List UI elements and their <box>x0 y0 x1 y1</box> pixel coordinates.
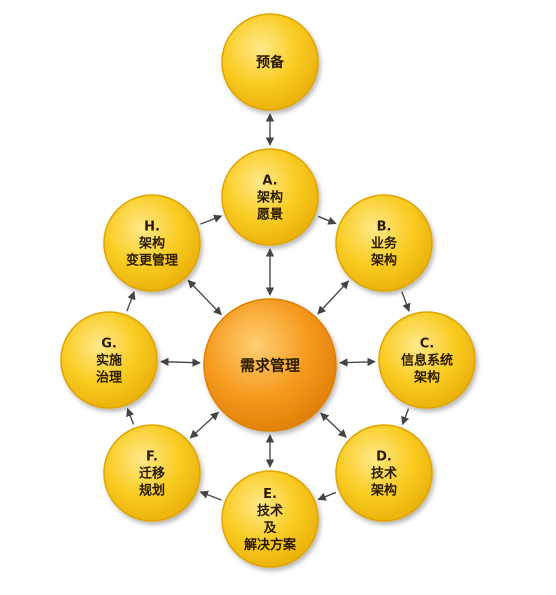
node-phase-d <box>335 424 433 522</box>
node-preliminary <box>221 13 319 111</box>
connector-d-e <box>317 491 337 501</box>
node-phase-a <box>221 148 319 246</box>
connector-center-h <box>187 279 222 316</box>
node-phase-g <box>60 311 158 409</box>
node-phase-g-label-line: 治理 <box>96 370 122 386</box>
connector-b-c <box>401 291 411 312</box>
node-phase-b <box>335 194 433 292</box>
connector-c-d <box>401 408 410 426</box>
node-phase-f-label-line: 迁移 <box>139 466 165 482</box>
node-phase-b-label-line: 业务 <box>371 236 398 252</box>
node-phase-c-label-line: C. <box>420 337 434 352</box>
node-phase-a-label-line: 架构 <box>256 190 283 206</box>
node-phase-h-label-line: 变更管理 <box>126 253 178 269</box>
node-phase-g-label-line: G. <box>101 337 117 352</box>
connector-center-c <box>339 357 376 367</box>
connector-f-g <box>126 407 135 425</box>
node-phase-d-label-line: 架构 <box>370 483 397 499</box>
node-center <box>203 298 337 432</box>
nodes: 预备A.架构愿景B.业务架构C.信息系统架构D.技术架构E.技术及解决方案F.迁… <box>60 13 476 568</box>
node-phase-e-label-line: E. <box>263 487 277 502</box>
connectors <box>126 113 411 501</box>
connector-e-f <box>199 490 222 501</box>
node-phase-c-label-line: 架构 <box>413 370 440 386</box>
connector-h-a <box>200 214 223 225</box>
node-phase-g-label-line: 实施 <box>96 353 122 369</box>
node-phase-e-label-line: 技术 <box>257 503 283 519</box>
node-phase-b-label-line: B. <box>377 220 392 235</box>
node-center-label-line: 需求管理 <box>240 356 300 374</box>
node-phase-a-label-line: 愿景 <box>257 208 283 223</box>
node-phase-h-label-line: 架构 <box>138 236 165 252</box>
node-phase-c <box>378 311 476 409</box>
node-phase-d-label-line: 技术 <box>371 466 397 482</box>
node-phase-e-label-line: 及 <box>263 521 277 536</box>
node-preliminary-label-line: 预备 <box>256 54 285 71</box>
connector-center-b <box>317 280 350 315</box>
node-phase-h-label-line: H. <box>144 220 160 235</box>
node-phase-e-label-line: 解决方案 <box>243 537 297 553</box>
node-phase-e <box>221 470 319 568</box>
connector-center-g <box>160 357 201 367</box>
node-phase-c-label-line: 信息系统 <box>401 353 453 369</box>
node-phase-b-label-line: 架构 <box>370 253 397 269</box>
connector-a-b <box>317 215 337 225</box>
connector-center-d <box>320 412 347 438</box>
connector-center-f <box>189 411 219 439</box>
node-phase-f-label-line: F. <box>146 450 158 465</box>
connector-g-h <box>126 291 136 312</box>
node-phase-a-label-line: A. <box>262 174 277 189</box>
node-phase-f <box>103 424 201 522</box>
node-phase-f-label-line: 规划 <box>139 483 165 499</box>
node-phase-d-label-line: D. <box>376 450 392 465</box>
node-phase-h <box>103 194 201 292</box>
